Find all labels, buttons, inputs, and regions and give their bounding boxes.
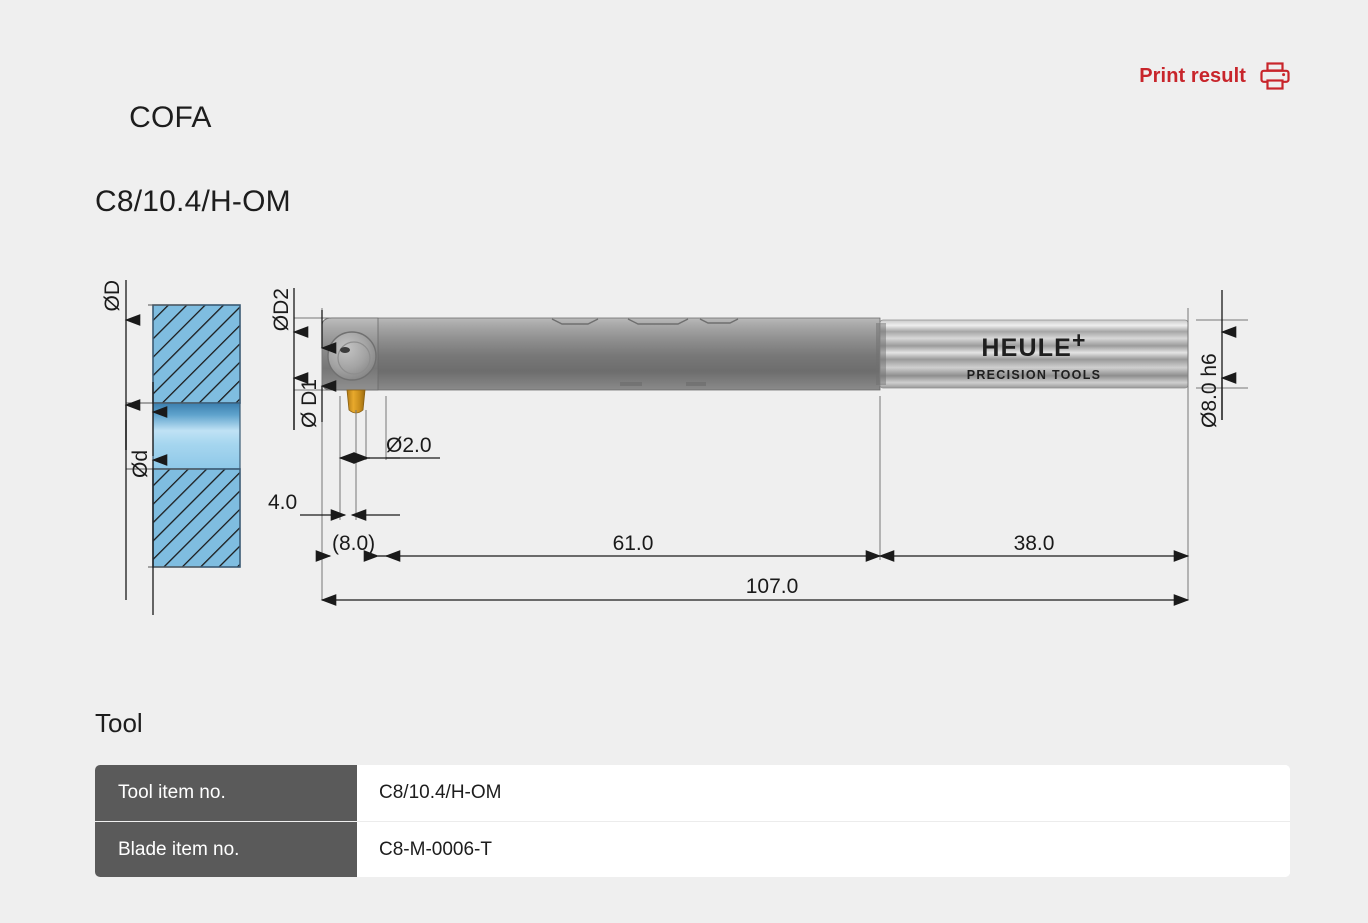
dimension-head-length: (8.0) <box>332 532 375 555</box>
brand-name: HEULE+ <box>981 327 1086 362</box>
dimension-total-length: 107.0 <box>746 575 799 598</box>
tool-section-heading: Tool <box>95 708 143 738</box>
cross-section-label-inner: Ød <box>129 450 152 478</box>
table-row: Blade item no. C8-M-0006-T <box>95 821 1290 877</box>
page-title-line2: C8/10.4/H-OM <box>95 185 291 218</box>
coolant-pin <box>346 389 366 414</box>
dimension-shank-length: 38.0 <box>1014 532 1055 555</box>
blade-item-no-value: C8-M-0006-T <box>357 821 1290 877</box>
printer-icon <box>1260 62 1290 90</box>
table-row: Tool item no. C8/10.4/H-OM <box>95 765 1290 821</box>
dimension-chamfer: 4.0 <box>268 491 297 514</box>
print-result-label: Print result <box>1139 64 1246 87</box>
brand-tagline: PRECISION TOOLS <box>967 368 1102 382</box>
blade-item-no-label: Blade item no. <box>95 821 357 877</box>
page-header: COFA C8/10.4/H-OM Print result <box>0 0 1368 218</box>
tool-assembly-drawing: HEULE+ PRECISION TOOLS <box>321 317 1189 414</box>
dimension-hole: Ø2.0 <box>386 434 432 457</box>
tool-table: Tool item no. C8/10.4/H-OM Blade item no… <box>95 765 1290 877</box>
label-d2: ØD2 <box>270 288 293 331</box>
blade-pocket <box>327 331 377 381</box>
tool-item-no-value: C8/10.4/H-OM <box>357 765 1290 821</box>
dimension-annotations: ØD2 Ø D1 Ø2.0 4.0 (8.0) 61.0 38.0 <box>268 288 1248 606</box>
dimension-body-length: 61.0 <box>613 532 654 555</box>
technical-drawing: ØD Ød <box>0 160 1368 680</box>
tool-body <box>321 317 881 391</box>
label-d1: Ø D1 <box>298 379 321 428</box>
cross-section-label-outer: ØD <box>101 280 124 312</box>
page-title: COFA C8/10.4/H-OM <box>95 55 291 307</box>
tool-item-no-label: Tool item no. <box>95 765 357 821</box>
page-title-line1: COFA <box>129 101 212 134</box>
print-result-button[interactable]: Print result <box>1139 62 1290 90</box>
label-shank-diameter: Ø8.0 h6 <box>1198 353 1221 428</box>
cross-section-diagram: ØD Ød <box>101 280 241 615</box>
blade-slot <box>340 347 350 353</box>
